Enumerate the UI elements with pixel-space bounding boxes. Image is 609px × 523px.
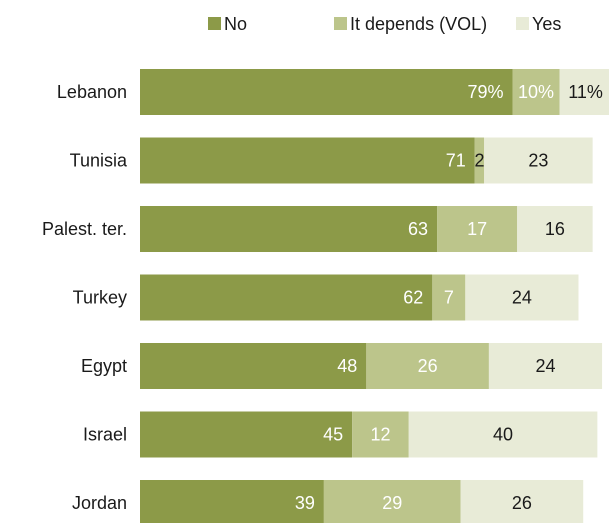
bar-israel-no bbox=[140, 411, 353, 458]
value-label-turkey-no: 62 bbox=[403, 288, 423, 308]
legend-label-it-depends-vol: It depends (VOL) bbox=[350, 14, 487, 34]
bar-lebanon-no bbox=[140, 69, 513, 115]
value-label-lebanon-it-depends-vol: 10% bbox=[518, 82, 554, 102]
category-label-tunisia: Tunisia bbox=[70, 151, 128, 171]
legend-label-no: No bbox=[224, 14, 247, 34]
value-label-egypt-no: 48 bbox=[337, 356, 357, 376]
legend-label-yes: Yes bbox=[532, 14, 561, 34]
bars bbox=[140, 69, 609, 523]
category-label-turkey: Turkey bbox=[73, 288, 127, 308]
bar-egypt-no bbox=[140, 343, 367, 389]
bar-turkey-it-depends-vol bbox=[432, 274, 466, 321]
value-label-palest-ter-no: 63 bbox=[408, 219, 428, 239]
category-label-palest-ter: Palest. ter. bbox=[42, 219, 127, 239]
value-label-tunisia-yes: 23 bbox=[528, 151, 548, 171]
value-label-tunisia-it-depends-vol: 2 bbox=[474, 151, 484, 171]
value-label-jordan-it-depends-vol: 29 bbox=[382, 493, 402, 513]
bar-lebanon-yes bbox=[559, 69, 609, 115]
bar-egypt-it-depends-vol bbox=[366, 343, 489, 389]
bar-jordan-yes bbox=[460, 480, 584, 523]
value-label-palest-ter-it-depends-vol: 17 bbox=[467, 219, 487, 239]
bar-egypt-yes bbox=[488, 343, 603, 389]
bar-palest-ter-it-depends-vol bbox=[437, 206, 518, 252]
value-label-tunisia-no: 71 bbox=[446, 151, 466, 171]
bar-palest-ter-no bbox=[140, 206, 438, 252]
value-label-lebanon-no: 79% bbox=[467, 82, 503, 102]
value-labels: 79% 10% 11% 71 2 23 63 17 16 62 7 24 48 26 24 45 12 40 39 2… bbox=[295, 82, 603, 513]
bar-israel-yes bbox=[408, 411, 598, 458]
chart-legend: No It depends (VOL) Yes bbox=[208, 14, 561, 34]
value-label-egypt-yes: 24 bbox=[535, 356, 555, 376]
bar-jordan-it-depends-vol bbox=[323, 480, 461, 523]
bar-jordan-no bbox=[140, 480, 324, 523]
legend-swatch-yes bbox=[516, 17, 529, 30]
value-label-jordan-no: 39 bbox=[295, 493, 315, 513]
category-label-lebanon: Lebanon bbox=[57, 82, 127, 102]
category-label-jordan: Jordan bbox=[72, 493, 127, 513]
bar-turkey-no bbox=[140, 274, 433, 321]
value-label-israel-yes: 40 bbox=[493, 425, 513, 445]
bar-lebanon-it-depends-vol bbox=[512, 69, 560, 115]
bar-tunisia-yes bbox=[484, 137, 593, 184]
category-label-egypt: Egypt bbox=[81, 356, 127, 376]
value-label-palest-ter-yes: 16 bbox=[545, 219, 565, 239]
legend-swatch-no bbox=[208, 17, 221, 30]
bar-turkey-yes bbox=[465, 274, 579, 321]
legend-swatch-it-depends-vol bbox=[334, 17, 347, 30]
value-label-egypt-it-depends-vol: 26 bbox=[418, 356, 438, 376]
category-label-israel: Israel bbox=[83, 425, 127, 445]
bar-palest-ter-yes bbox=[517, 206, 593, 252]
value-label-jordan-yes: 26 bbox=[512, 493, 532, 513]
bar-israel-it-depends-vol bbox=[352, 411, 409, 458]
value-label-israel-it-depends-vol: 12 bbox=[370, 425, 390, 445]
value-label-lebanon-yes: 11% bbox=[568, 82, 603, 102]
value-label-israel-no: 45 bbox=[323, 425, 343, 445]
value-label-turkey-it-depends-vol: 7 bbox=[444, 288, 454, 308]
bar-tunisia-it-depends-vol bbox=[474, 137, 485, 184]
bar-tunisia-no bbox=[140, 137, 475, 184]
value-label-turkey-yes: 24 bbox=[512, 288, 532, 308]
